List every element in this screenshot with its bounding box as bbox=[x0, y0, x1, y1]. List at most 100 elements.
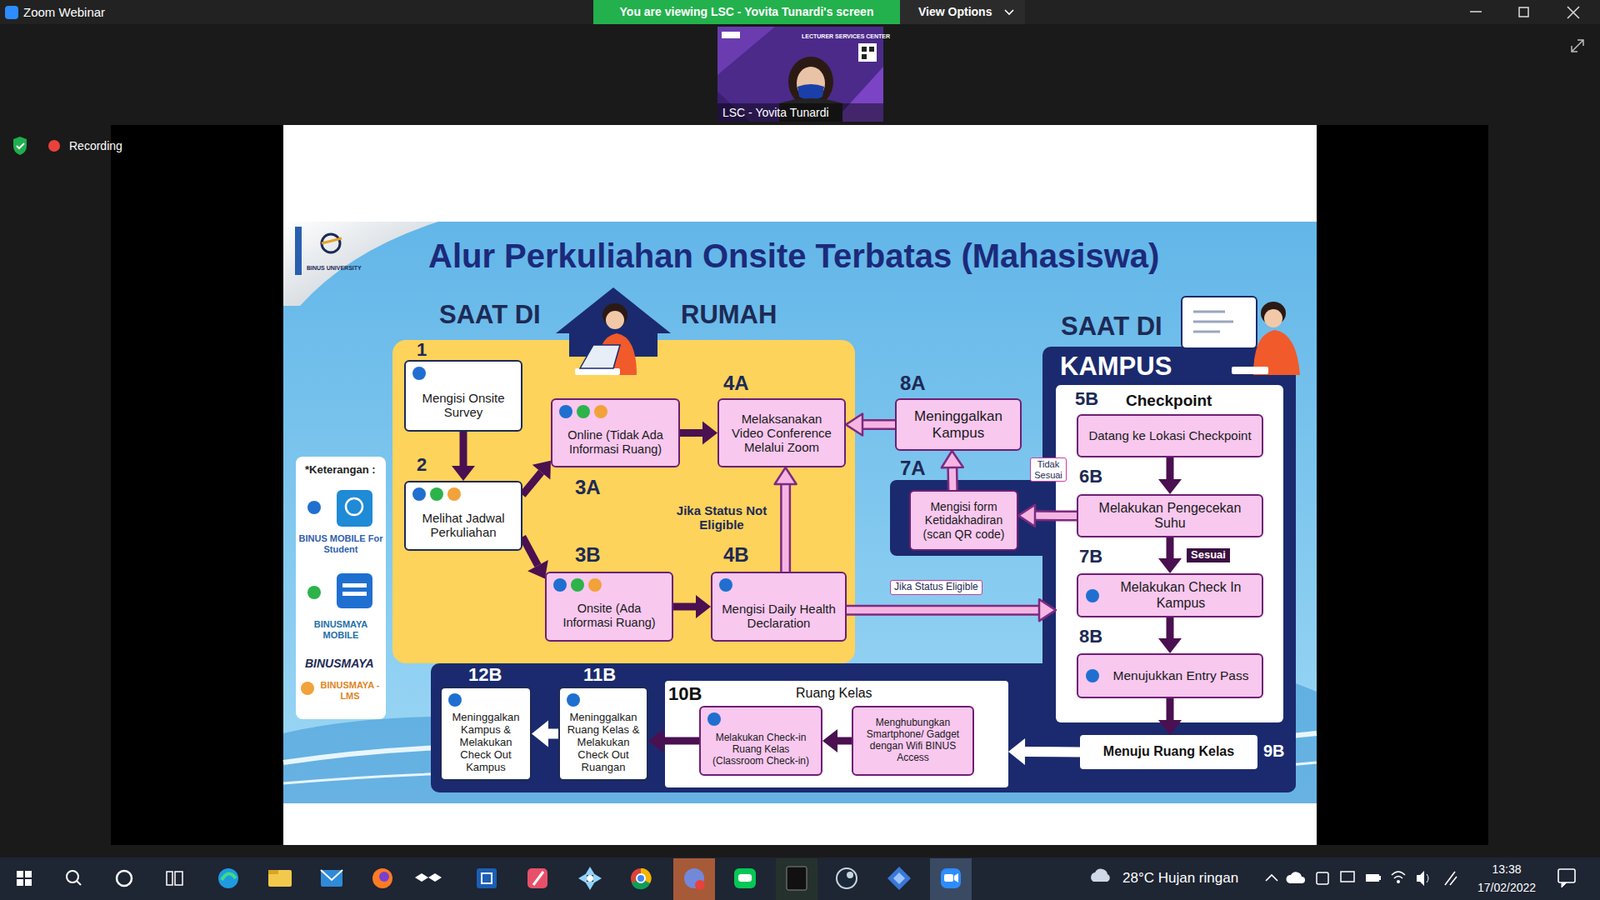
callout-number: 8A bbox=[900, 371, 926, 395]
arrow-line bbox=[862, 419, 895, 430]
zoom-window bbox=[1567, 6, 1580, 19]
taskbar bbox=[0, 857, 1600, 900]
arrow-line bbox=[1025, 746, 1080, 757]
video-thumbnail bbox=[788, 56, 834, 107]
app-dot bbox=[448, 693, 462, 707]
region-heading-wrap: Ruang Kelas bbox=[795, 685, 873, 701]
home-region: SAAT DIRUMAHMengisi Onsite SurveyMelihat… bbox=[392, 340, 855, 664]
video-thumbnail bbox=[833, 66, 884, 122]
arrow-line bbox=[837, 737, 852, 745]
process-box: Menuju Ruang Kelas bbox=[1080, 735, 1258, 770]
house-illustration bbox=[555, 287, 671, 375]
arrow-line bbox=[1166, 457, 1175, 480]
taskbar bbox=[673, 858, 715, 900]
arrow-head bbox=[1018, 505, 1035, 527]
taskbar bbox=[1265, 875, 1278, 881]
process-box: Mengisi form Ketidakhadiran (scan QR cod… bbox=[909, 490, 1019, 551]
taskbar bbox=[836, 868, 857, 889]
arrow-head bbox=[648, 729, 664, 753]
slide-background bbox=[321, 234, 340, 253]
node-text: Melaksanakan Video Conference Melalui Zo… bbox=[724, 411, 840, 455]
taskbar bbox=[893, 872, 905, 885]
region-fill bbox=[890, 480, 1057, 556]
caption-text: 17/02/2022 bbox=[1475, 880, 1539, 895]
app-dot bbox=[553, 578, 567, 592]
process-box: Melakukan Check In Kampus bbox=[1076, 573, 1264, 618]
process-box: Meninggalkan Kampus & Melakukan Check Ou… bbox=[440, 686, 532, 781]
taskbar bbox=[25, 879, 32, 886]
caption-text-wrap: 17/02/2022 bbox=[1475, 880, 1539, 895]
node-text: Menuju Ruang Kelas bbox=[1103, 744, 1235, 760]
taskbar bbox=[0, 857, 1600, 900]
zoom-window bbox=[1005, 10, 1014, 15]
callout-number-wrap: 8B bbox=[1079, 625, 1103, 647]
flow-arrow bbox=[845, 414, 895, 436]
caption-text-wrap: LECTURER SERVICES CENTER bbox=[801, 33, 890, 40]
taskbar bbox=[1445, 871, 1457, 885]
taskbar bbox=[738, 874, 752, 882]
taskbar bbox=[320, 870, 343, 887]
app-dot bbox=[447, 487, 461, 501]
taskbar bbox=[166, 871, 173, 885]
slide-background bbox=[283, 221, 1317, 804]
caption-text: LSC - Yovita Tunardi bbox=[722, 105, 830, 120]
arrow-line bbox=[782, 484, 790, 572]
taskbar bbox=[527, 868, 548, 889]
campus-illustration bbox=[1231, 366, 1269, 375]
node-text: Menujukkan Entry Pass bbox=[1113, 668, 1250, 684]
node-text: Melakukan Check In Kampus bbox=[1105, 580, 1257, 611]
arrow-head bbox=[822, 729, 838, 753]
zoom-window bbox=[1571, 40, 1584, 52]
taskbar bbox=[1316, 872, 1329, 885]
house-illustration bbox=[555, 287, 671, 334]
edge-label-wrap: Jika Status Not Eligible bbox=[671, 503, 772, 533]
arrow-line bbox=[673, 603, 696, 611]
video-thumbnail bbox=[721, 31, 740, 39]
legend-text: BINUSMAYA MOBILE bbox=[297, 619, 385, 640]
region-heading-wrap: SAAT DI bbox=[439, 300, 541, 330]
region-fill bbox=[1042, 346, 1296, 793]
arrow-head bbox=[1158, 720, 1182, 735]
node-text: Meninggalkan Kampus bbox=[901, 408, 1015, 441]
zoom-window bbox=[5, 5, 19, 20]
zoom-window bbox=[900, 0, 1025, 25]
node-text: Menghubungkan Smartphone/ Gadget dengan … bbox=[858, 717, 968, 764]
campus-illustration bbox=[1193, 330, 1220, 334]
node-text: Meninggalkan Kampus & Melakukan Check Ou… bbox=[446, 711, 525, 775]
region-heading: Ruang Kelas bbox=[795, 685, 873, 701]
process-box: Menujukkan Entry Pass bbox=[1076, 653, 1264, 699]
callout-number-wrap: 10B bbox=[668, 683, 702, 705]
arrow-line bbox=[1165, 698, 1174, 720]
taskbar bbox=[930, 858, 972, 900]
taskbar bbox=[221, 873, 236, 880]
diagram-title-wrap: Alur Perkuliahan Onsite Terbatas (Mahasi… bbox=[428, 236, 1160, 275]
taskbar bbox=[66, 870, 79, 883]
flow-arrow bbox=[680, 421, 718, 445]
process-box: Onsite (Ada Informasi Ruang) bbox=[545, 571, 674, 642]
callout-number-wrap: 7A bbox=[900, 456, 926, 480]
node-text: Melihat Jadwal Perkuliahan bbox=[410, 510, 516, 540]
region-fill bbox=[1055, 385, 1284, 723]
arrow-line bbox=[780, 484, 791, 572]
app-dot bbox=[1085, 669, 1100, 683]
arrow-line bbox=[1035, 512, 1077, 520]
taskbar bbox=[1090, 869, 1110, 882]
app-dot bbox=[566, 693, 580, 707]
callout-number-wrap: 1 bbox=[416, 339, 427, 360]
zoom-window bbox=[1519, 7, 1529, 17]
taskbar bbox=[268, 870, 279, 875]
arrow-line bbox=[949, 467, 957, 490]
flow-arrow bbox=[451, 431, 475, 481]
campus-illustration bbox=[1264, 309, 1283, 328]
legend-swatch bbox=[307, 585, 321, 600]
edge-label: Jika Status Eligible bbox=[890, 580, 983, 595]
process-box: Mengisi Daily Health Declaration bbox=[710, 571, 847, 642]
caption-text-wrap: 13:38 bbox=[1483, 862, 1530, 876]
legend-text-wrap: BINUSMAYA MOBILE bbox=[297, 619, 385, 640]
taskbar bbox=[16, 870, 24, 878]
video-thumbnail bbox=[717, 26, 884, 122]
legend-text: BINUS MOBILE For Student bbox=[297, 533, 385, 555]
callout-number: 2 bbox=[416, 454, 427, 475]
caption-text: View Options bbox=[918, 5, 992, 19]
video-thumbnail bbox=[861, 54, 867, 60]
